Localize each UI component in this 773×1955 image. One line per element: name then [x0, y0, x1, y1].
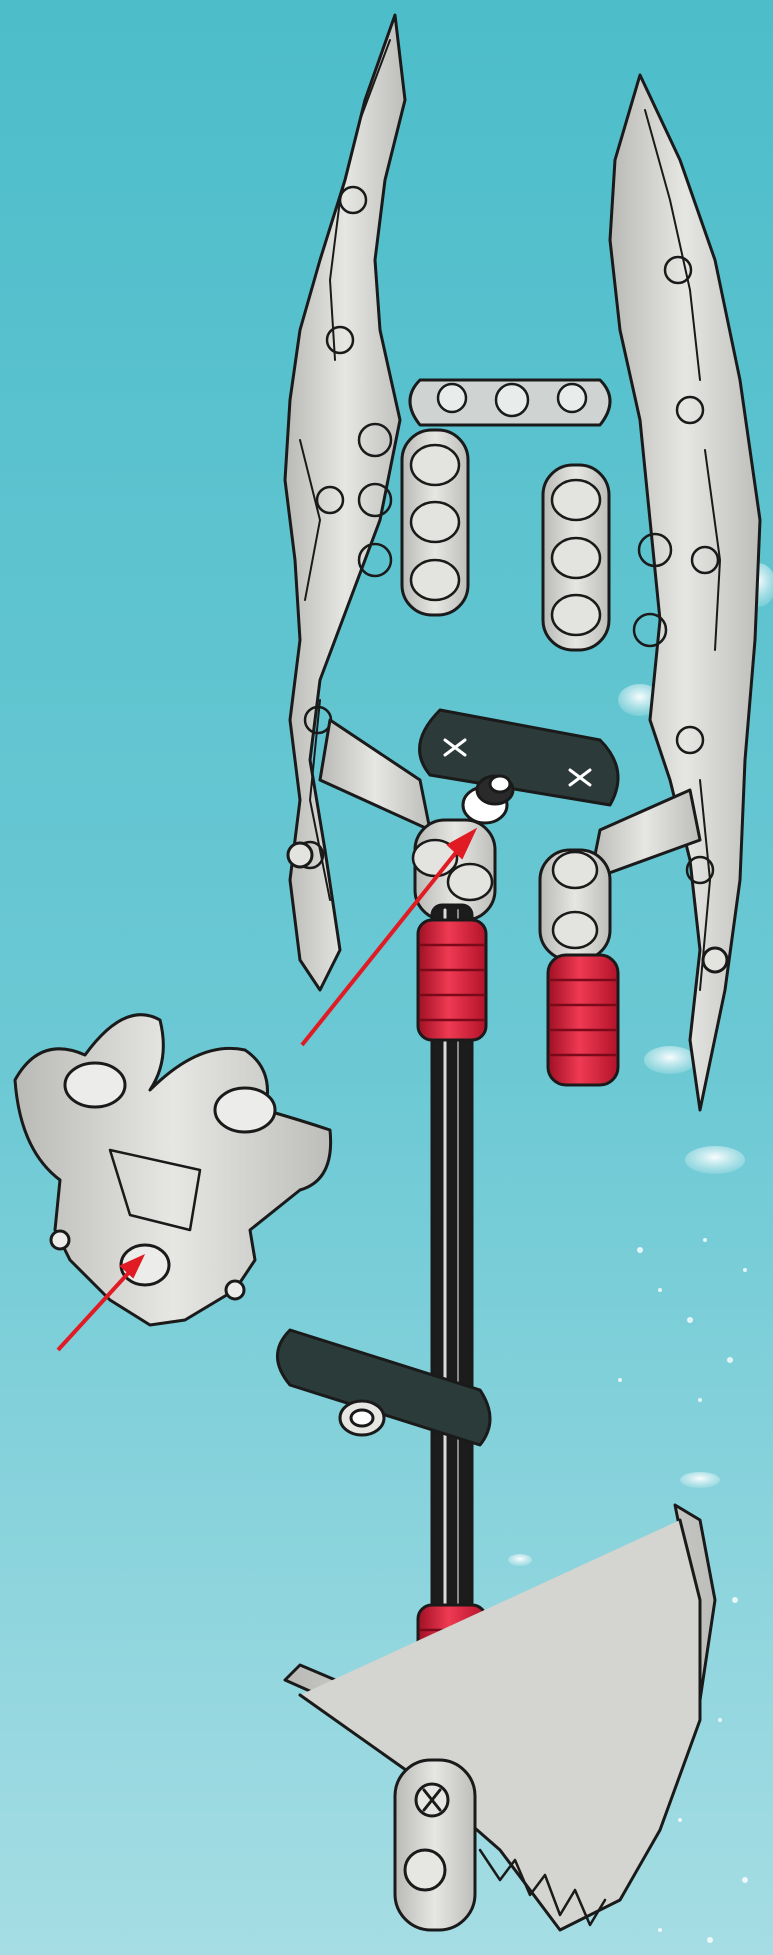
bubble — [680, 1472, 720, 1488]
bush-red-right — [548, 955, 618, 1085]
bush-red-upper — [418, 920, 486, 1040]
bubble — [685, 1146, 745, 1174]
bubble — [508, 1554, 532, 1566]
bubble — [644, 1046, 696, 1074]
